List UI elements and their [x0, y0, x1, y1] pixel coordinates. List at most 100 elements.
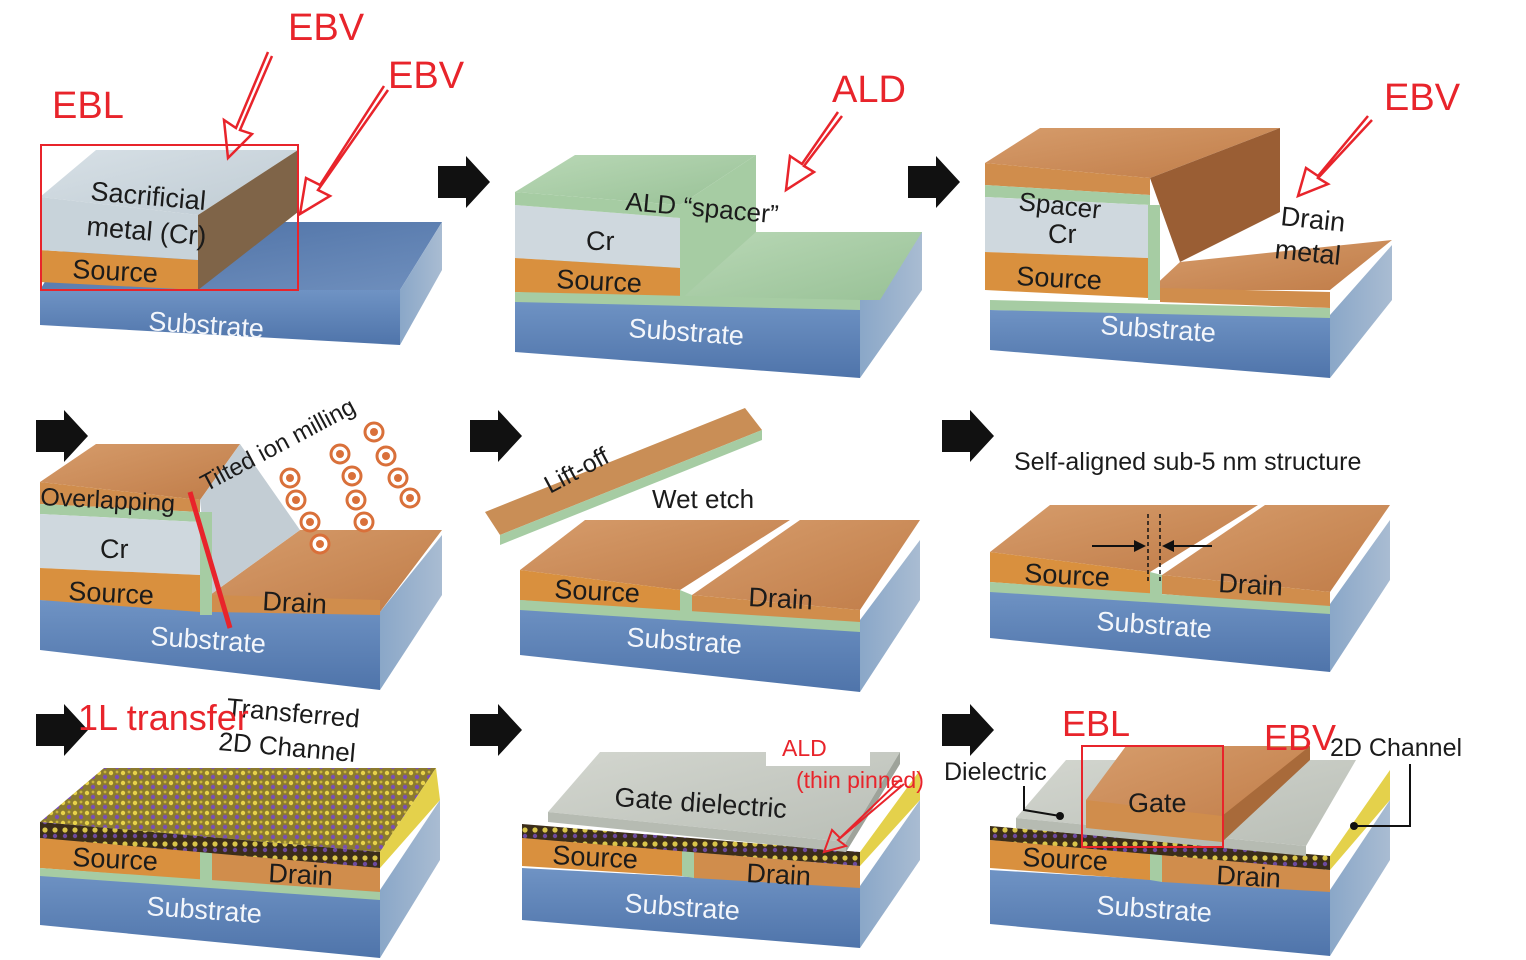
ann-ebl: EBL: [52, 85, 124, 127]
source-front: [990, 552, 1150, 594]
leader-line: [1356, 764, 1411, 827]
ann-ald: ALD: [832, 69, 906, 111]
cr-label: Cr: [1048, 219, 1077, 249]
red-arrow: [784, 111, 843, 193]
leader-dot: [1350, 822, 1358, 830]
dielectric-label: Dielectric: [944, 758, 1047, 786]
gate-front: [1086, 800, 1222, 842]
channel-lattice-front: [522, 824, 860, 866]
drain-label: Drain: [748, 582, 814, 615]
cr-edge: [198, 150, 298, 290]
substrate-right: [400, 222, 442, 345]
substrate-right: [380, 800, 440, 958]
spacer-front: [40, 504, 200, 522]
wetetch-label: Wet etch: [652, 484, 754, 514]
substrate-right: [1330, 520, 1390, 672]
source-label: Source: [72, 254, 159, 288]
substrate-right: [1330, 245, 1392, 378]
flow-arrow: [470, 704, 522, 756]
flow-arrow: [942, 704, 994, 756]
top-right: [692, 520, 920, 610]
substrate-front: [515, 300, 860, 378]
flow-arrow: [36, 410, 88, 462]
source-front: [985, 252, 1148, 298]
gate-dielectric-front: [548, 812, 846, 852]
spacer-vertical: [1148, 205, 1160, 300]
top-left: [520, 520, 790, 590]
leader-dot: [1056, 812, 1064, 820]
cr-top: [40, 150, 298, 215]
substrate-front: [40, 290, 400, 345]
spacer-bottom: [40, 868, 380, 900]
drain-front-top: [985, 163, 1150, 195]
spacer-gap: [1150, 852, 1162, 882]
channel-lattice-front: [40, 822, 380, 868]
panel-4: Overlapping Cr Source Drain Substrate Ti…: [40, 393, 442, 690]
cr-front: [40, 197, 198, 260]
drain-label: Drain: [746, 858, 812, 891]
channel-lattice-top: [40, 768, 436, 852]
spacer-gap: [200, 850, 212, 882]
panel-9: Gate Dielectric 2D Channel Source Drain …: [944, 703, 1462, 956]
substrate-right: [1330, 800, 1390, 956]
red-arrow: [822, 779, 905, 854]
drain-label-1: Drain: [1279, 201, 1346, 238]
top-right: [1162, 505, 1390, 592]
panel-6: Self-aligned sub-5 nm structure Source D…: [990, 448, 1390, 672]
liftoff-flake: [485, 408, 762, 535]
ann-ebv-1: EBV: [288, 7, 365, 49]
cr-front: [515, 205, 680, 268]
source-label: Source: [72, 842, 159, 876]
spacer-bottom: [520, 600, 860, 632]
drain-front: [694, 852, 860, 888]
panel-7: Source Drain Substrate Transferred 2D Ch…: [40, 692, 440, 958]
channel-label: 2D Channel: [1330, 734, 1462, 762]
ion-particles: [279, 421, 421, 555]
source-front: [40, 568, 200, 612]
ann-ebv-2: EBV: [388, 55, 465, 97]
ebl-box: [40, 144, 299, 291]
ann-ald: ALD: [782, 735, 827, 761]
drain-front: [1160, 288, 1330, 308]
drain-label: Drain: [268, 858, 334, 891]
spacer-bottom: [990, 582, 1330, 614]
spacer-front-bottom: [515, 292, 860, 310]
drain-label: Drain: [1218, 568, 1284, 601]
drain-label: Drain: [262, 586, 328, 619]
drain-front: [1162, 575, 1330, 608]
flow-arrow: [470, 410, 522, 462]
spacer-floor: [680, 232, 922, 300]
substrate-front: [40, 600, 380, 690]
red-arrow: [1296, 115, 1373, 199]
dim-arrowhead: [1162, 540, 1174, 552]
gate-dielectric-right: [846, 752, 900, 852]
substrate-right: [860, 800, 920, 948]
drain-floor: [210, 530, 442, 612]
flow-arrow: [438, 156, 490, 208]
drain-label-2: metal: [1273, 234, 1342, 271]
drain-front: [212, 852, 380, 892]
drain-floor: [1150, 240, 1392, 290]
panel-1: Sacrificial metal (Cr) Source Substrate …: [40, 7, 465, 345]
source-label: Source: [554, 574, 641, 608]
red-arrow: [222, 51, 390, 217]
source-label: Source: [68, 576, 155, 610]
source-label: Source: [1024, 558, 1111, 592]
cr-front: [40, 514, 200, 575]
panel-title: Self-aligned sub-5 nm structure: [1014, 448, 1361, 476]
spacer-gap: [682, 850, 694, 878]
overlap-top: [40, 444, 240, 500]
cr-label: Cr: [100, 534, 129, 564]
substrate-front: [990, 870, 1330, 956]
drain-wall: [1150, 128, 1280, 262]
red-line: [187, 491, 233, 629]
spacer-gap: [1150, 572, 1162, 596]
flow-arrow: [942, 410, 994, 462]
panel-3: Spacer Cr Source Drain metal Substrate E…: [985, 77, 1461, 378]
ald-note-bg: [766, 734, 870, 766]
spacer-gap: [680, 590, 692, 616]
substrate-front: [990, 310, 1330, 378]
spacer-top: [515, 155, 756, 205]
gate-right: [1222, 746, 1310, 842]
